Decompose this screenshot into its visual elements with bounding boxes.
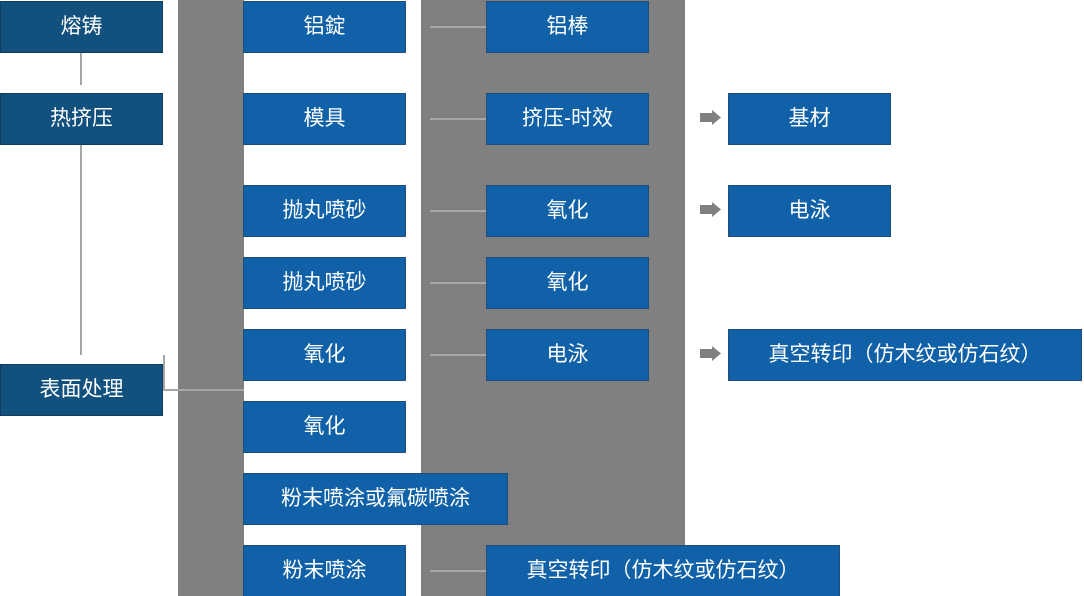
node-vacuum-transfer-printing-1-label: 真空转印（仿木纹或仿石纹） <box>526 559 800 583</box>
arrow-to-electrophoresis-2 <box>700 202 722 220</box>
node-vacuum-transfer-printing-1[interactable]: 真空转印（仿木纹或仿石纹） <box>486 545 840 596</box>
connector-bar-to-extrusion-aging <box>430 118 486 120</box>
node-base-material-label: 基材 <box>788 107 831 131</box>
stage-node-melt-cast[interactable]: 熔铸 <box>0 1 163 53</box>
arrow-to-powder-spray <box>222 562 244 580</box>
node-shot-blasting-2-label: 抛丸喷砂 <box>282 271 367 295</box>
node-shot-blasting-1-label: 抛丸喷砂 <box>282 199 367 223</box>
node-electrophoresis-2-label: 电泳 <box>788 199 831 223</box>
connector-bar-to-oxidation-4 <box>430 282 486 284</box>
stage-node-hot-extrusion[interactable]: 热挤压 <box>0 93 163 145</box>
node-oxidation-3-label: 氧化 <box>546 199 589 223</box>
arrow-to-mold <box>222 110 244 128</box>
arrow-to-powder-or-fluorocarbon-spray <box>222 490 244 508</box>
node-aluminum-ingot[interactable]: 铝錠 <box>243 1 406 53</box>
node-oxidation-1-label: 氧化 <box>303 343 346 367</box>
node-powder-spray[interactable]: 粉末喷涂 <box>243 545 406 596</box>
node-aluminum-bar[interactable]: 铝棒 <box>486 1 649 53</box>
connector-melt-cast-down <box>80 53 82 85</box>
gray-bar-middle <box>421 0 443 596</box>
connector-surface-treatment-right <box>164 389 244 391</box>
connector-bar-to-vacuum-transfer-1 <box>430 570 486 572</box>
arrow-to-aluminum-ingot <box>222 18 244 36</box>
stage-node-melt-cast-label: 熔铸 <box>60 15 103 39</box>
node-electrophoresis-2[interactable]: 电泳 <box>728 185 891 237</box>
connector-bar-to-electrophoresis-1 <box>430 354 486 356</box>
node-aluminum-ingot-label: 铝錠 <box>303 15 346 39</box>
node-oxidation-2-label: 氧化 <box>303 415 346 439</box>
node-mold-label: 模具 <box>303 107 346 131</box>
arrow-to-vacuum-transfer-printing-2 <box>700 346 722 364</box>
node-electrophoresis-1-label: 电泳 <box>546 343 589 367</box>
arrow-to-base-material <box>700 110 722 128</box>
node-vacuum-transfer-printing-2[interactable]: 真空转印（仿木纹或仿石纹） <box>728 329 1082 381</box>
node-oxidation-4-label: 氧化 <box>546 271 589 295</box>
node-oxidation-3[interactable]: 氧化 <box>486 185 649 237</box>
stage-node-surface-treatment-label: 表面处理 <box>39 378 124 402</box>
node-extrusion-aging-label: 挤压-时效 <box>522 107 613 131</box>
node-aluminum-bar-label: 铝棒 <box>546 15 589 39</box>
node-vacuum-transfer-printing-2-label: 真空转印（仿木纹或仿石纹） <box>768 343 1042 367</box>
node-electrophoresis-1[interactable]: 电泳 <box>486 329 649 381</box>
node-oxidation-4[interactable]: 氧化 <box>486 257 649 309</box>
connector-bar-to-oxidation-3 <box>430 210 486 212</box>
connector-bar-to-aluminum-bar <box>430 26 486 28</box>
arrow-to-shot-blasting-1 <box>222 202 244 220</box>
node-shot-blasting-1[interactable]: 抛丸喷砂 <box>243 185 406 237</box>
node-oxidation-2[interactable]: 氧化 <box>243 401 406 453</box>
node-powder-or-fluorocarbon-spray[interactable]: 粉末喷涂或氟碳喷涂 <box>243 473 508 525</box>
node-powder-spray-label: 粉末喷涂 <box>282 559 367 583</box>
node-base-material[interactable]: 基材 <box>728 93 891 145</box>
node-extrusion-aging[interactable]: 挤压-时效 <box>486 93 649 145</box>
arrow-to-oxidation-1 <box>222 346 244 364</box>
node-shot-blasting-2[interactable]: 抛丸喷砂 <box>243 257 406 309</box>
node-powder-or-fluorocarbon-spray-label: 粉末喷涂或氟碳喷涂 <box>281 487 470 511</box>
node-oxidation-1[interactable]: 氧化 <box>243 329 406 381</box>
stage-node-surface-treatment[interactable]: 表面处理 <box>0 364 163 416</box>
arrow-to-oxidation-2 <box>222 418 244 436</box>
connector-surface-treatment-up <box>163 355 165 391</box>
stage-node-hot-extrusion-label: 热挤压 <box>50 107 113 131</box>
arrow-to-shot-blasting-2 <box>222 274 244 292</box>
connector-hot-extrusion-down <box>80 145 82 355</box>
node-mold[interactable]: 模具 <box>243 93 406 145</box>
